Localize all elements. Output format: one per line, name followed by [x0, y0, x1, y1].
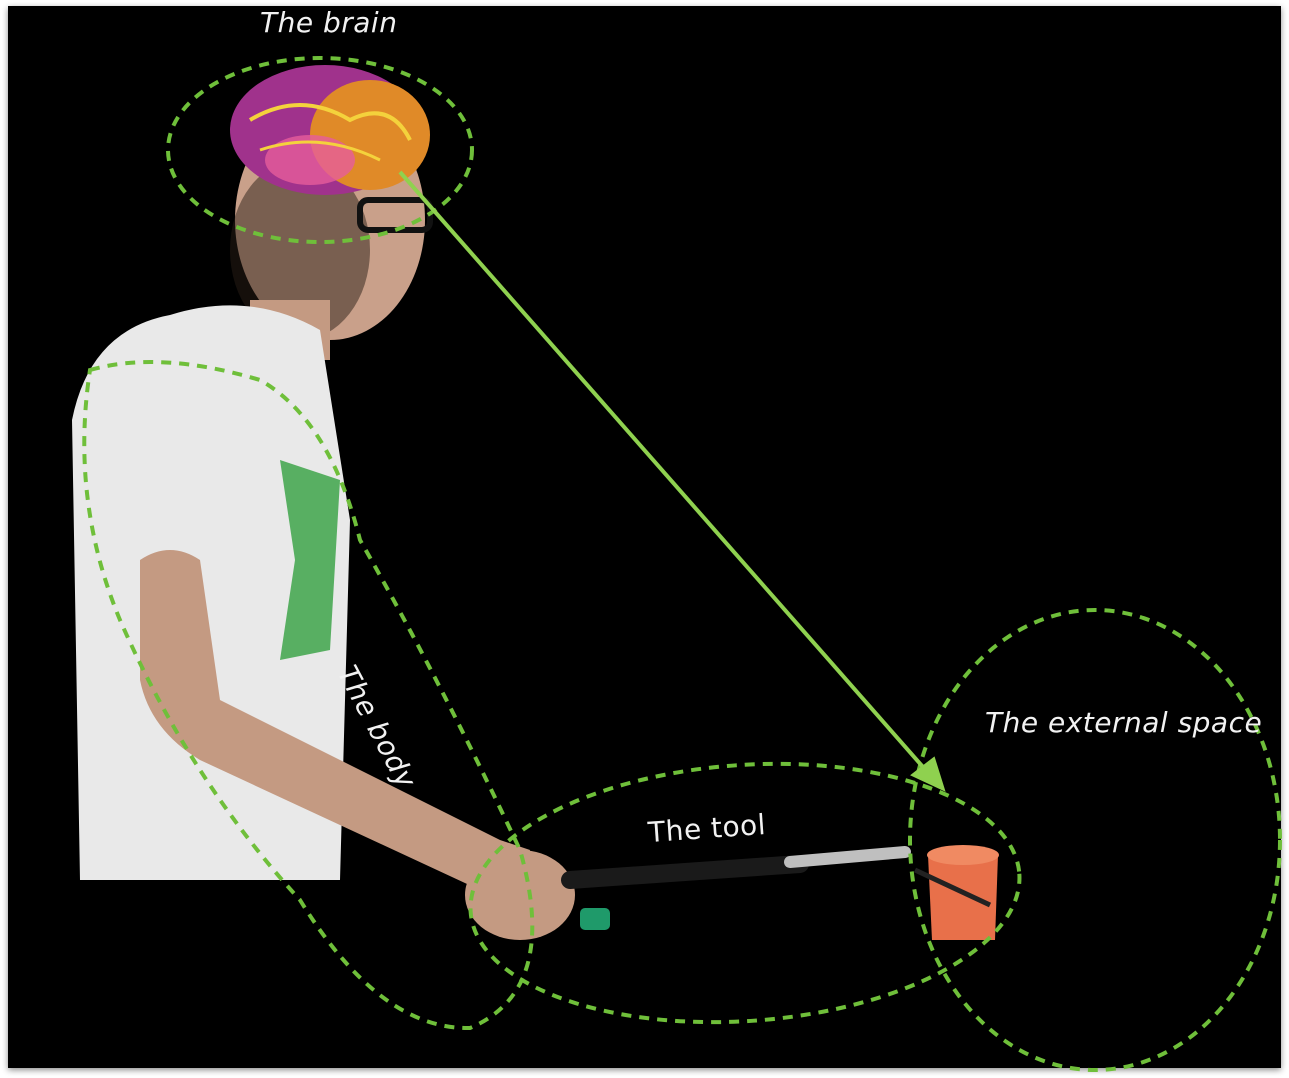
brain-overlay [230, 65, 430, 195]
reacher-tool [570, 852, 905, 930]
brain-label: The brain [260, 6, 397, 39]
person-figure [72, 100, 575, 940]
cup-object [915, 845, 999, 940]
arrow-icon [400, 172, 944, 790]
external-space-outline [910, 610, 1280, 1070]
external-space-label: The external space [985, 706, 1262, 739]
